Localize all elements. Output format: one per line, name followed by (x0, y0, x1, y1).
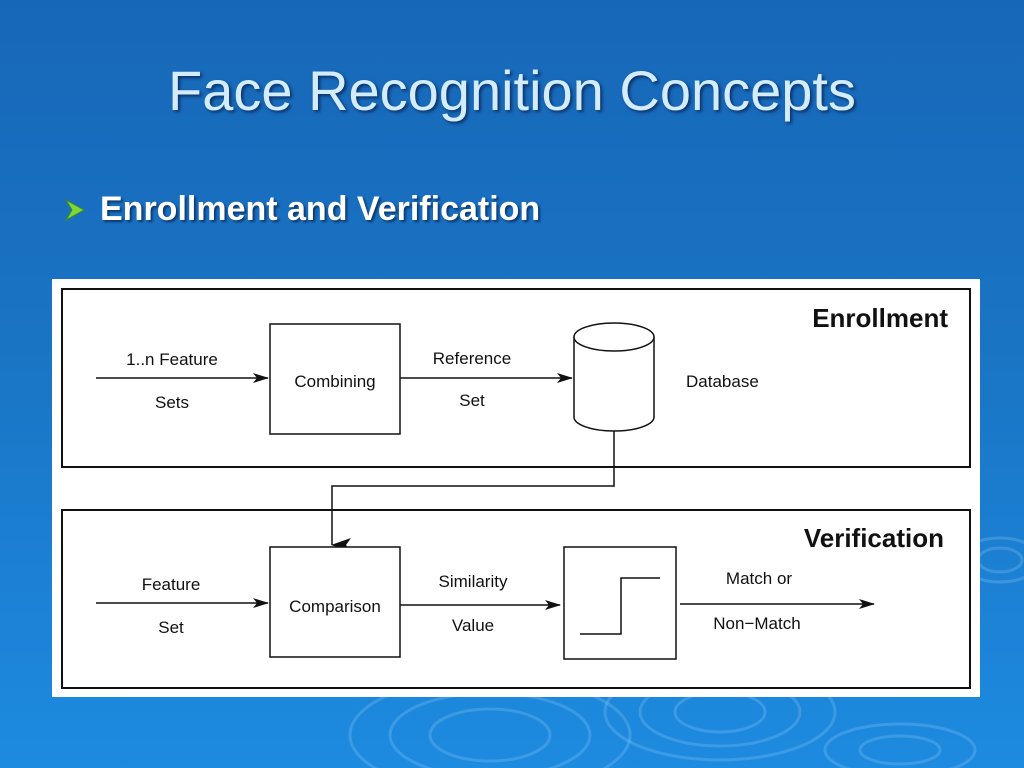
diagram-canvas: Enrollment 1..n Feature Sets Combining R… (61, 288, 971, 689)
database-cylinder-icon (573, 322, 655, 432)
verification-header: Verification (804, 523, 944, 553)
match-result-label-line2: Non−Match (713, 614, 800, 633)
bullet-text: Enrollment and Verification (100, 190, 541, 228)
enrollment-input-label-line1: 1..n Feature (126, 350, 218, 369)
reference-set-label-line2: Set (459, 391, 485, 410)
comparison-box (269, 546, 401, 658)
bullet-item: Enrollment and Verification (64, 190, 540, 229)
enrollment-verification-diagram: Enrollment 1..n Feature Sets Combining R… (52, 279, 980, 697)
match-result-label-line1: Match or (726, 569, 792, 588)
enrollment-panel (61, 288, 971, 468)
combining-box (269, 323, 401, 435)
similarity-value-label-line1: Similarity (439, 572, 508, 591)
verification-input-label-line1: Feature (142, 575, 201, 594)
threshold-box (563, 546, 677, 660)
verification-panel (61, 509, 971, 689)
enrollment-input-label-line2: Sets (155, 393, 189, 412)
enrollment-header: Enrollment (812, 303, 948, 333)
arrowhead-bullet-icon (64, 198, 86, 221)
database-label: Database (686, 372, 759, 391)
reference-set-label-line1: Reference (433, 349, 511, 368)
step-function-icon (580, 577, 660, 635)
database-to-comparison-connector (331, 431, 615, 552)
verification-input-label-line2: Set (158, 618, 184, 637)
similarity-value-label-line2: Value (452, 616, 494, 635)
combining-box-label: Combining (294, 372, 375, 391)
slide-title: Face Recognition Concepts (168, 59, 856, 122)
comparison-box-label: Comparison (289, 597, 381, 616)
